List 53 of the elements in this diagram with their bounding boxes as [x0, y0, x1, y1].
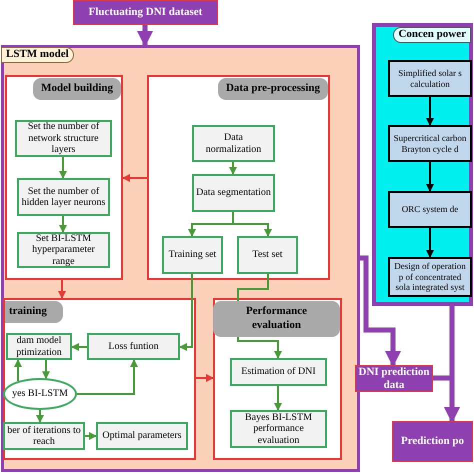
process-box: Loss funtion: [87, 333, 180, 360]
arrow: [179, 274, 193, 351]
process-box: Set the number of hidden layer neurons: [17, 178, 110, 216]
arrow: [71, 343, 87, 351]
data-box: DNI prediction data: [355, 365, 433, 392]
stage-panel: [213, 298, 342, 460]
arrow: [360, 256, 401, 367]
process-box: Supercritical carbon Brayton cycle d: [388, 125, 472, 162]
process-box: Test set: [237, 236, 298, 274]
arrow: [426, 97, 434, 126]
panel-heading: Data pre-processing: [218, 78, 328, 100]
arrow: [59, 157, 67, 179]
arrow: [137, 25, 153, 47]
process-box: Optimal parameters: [96, 422, 188, 450]
data-box: Prediction po: [392, 421, 473, 462]
stage-panel: [147, 75, 330, 280]
panel-heading: training: [5, 301, 63, 323]
process-box: Data segmentation: [192, 174, 275, 212]
arrow: [196, 374, 214, 382]
process-box: Set BI-LSTM hyperparameter range: [17, 232, 110, 268]
process-box: Training set: [162, 236, 223, 274]
panel-heading: LSTM model: [1, 47, 74, 63]
arrow: [14, 359, 22, 382]
process-box: Simplified solar s calculation: [388, 60, 472, 97]
process-box: Bayes BI-LSTM performance evaluation: [230, 410, 327, 448]
arrow: [58, 280, 66, 299]
panel-heading: Performance evaluation: [213, 301, 340, 336]
arrow: [59, 216, 67, 233]
process-box: dam model ptimization: [6, 333, 72, 360]
process-box: Data normalization: [192, 125, 275, 162]
panel-heading: Model building: [33, 78, 121, 100]
arrow: [426, 228, 434, 258]
process-ellipse: yes BI-LSTM: [3, 378, 77, 410]
data-box: Fluctuating DNI dataset: [73, 0, 218, 25]
arrow: [77, 359, 138, 395]
process-box: ber of iterations to reach: [3, 422, 85, 450]
arrow: [232, 212, 272, 237]
process-box: Set the number of network structure layers: [15, 120, 112, 157]
model-panel: [1, 45, 360, 472]
process-box: ORC system de: [388, 191, 472, 228]
panel-heading: Concen power: [393, 27, 471, 43]
arrow: [36, 410, 44, 423]
arrow: [85, 432, 97, 440]
arrow: [426, 162, 434, 192]
arrow: [274, 386, 282, 411]
stage-panel: [3, 298, 196, 460]
process-box: Estimation of DNI: [230, 358, 327, 386]
arrow: [42, 360, 50, 380]
arrow: [229, 162, 237, 175]
system-panel: [372, 23, 473, 306]
arrow: [122, 174, 147, 182]
process-box: Design of operation p of concentrated sola integrated syst: [388, 257, 472, 297]
stage-panel: [5, 75, 123, 280]
